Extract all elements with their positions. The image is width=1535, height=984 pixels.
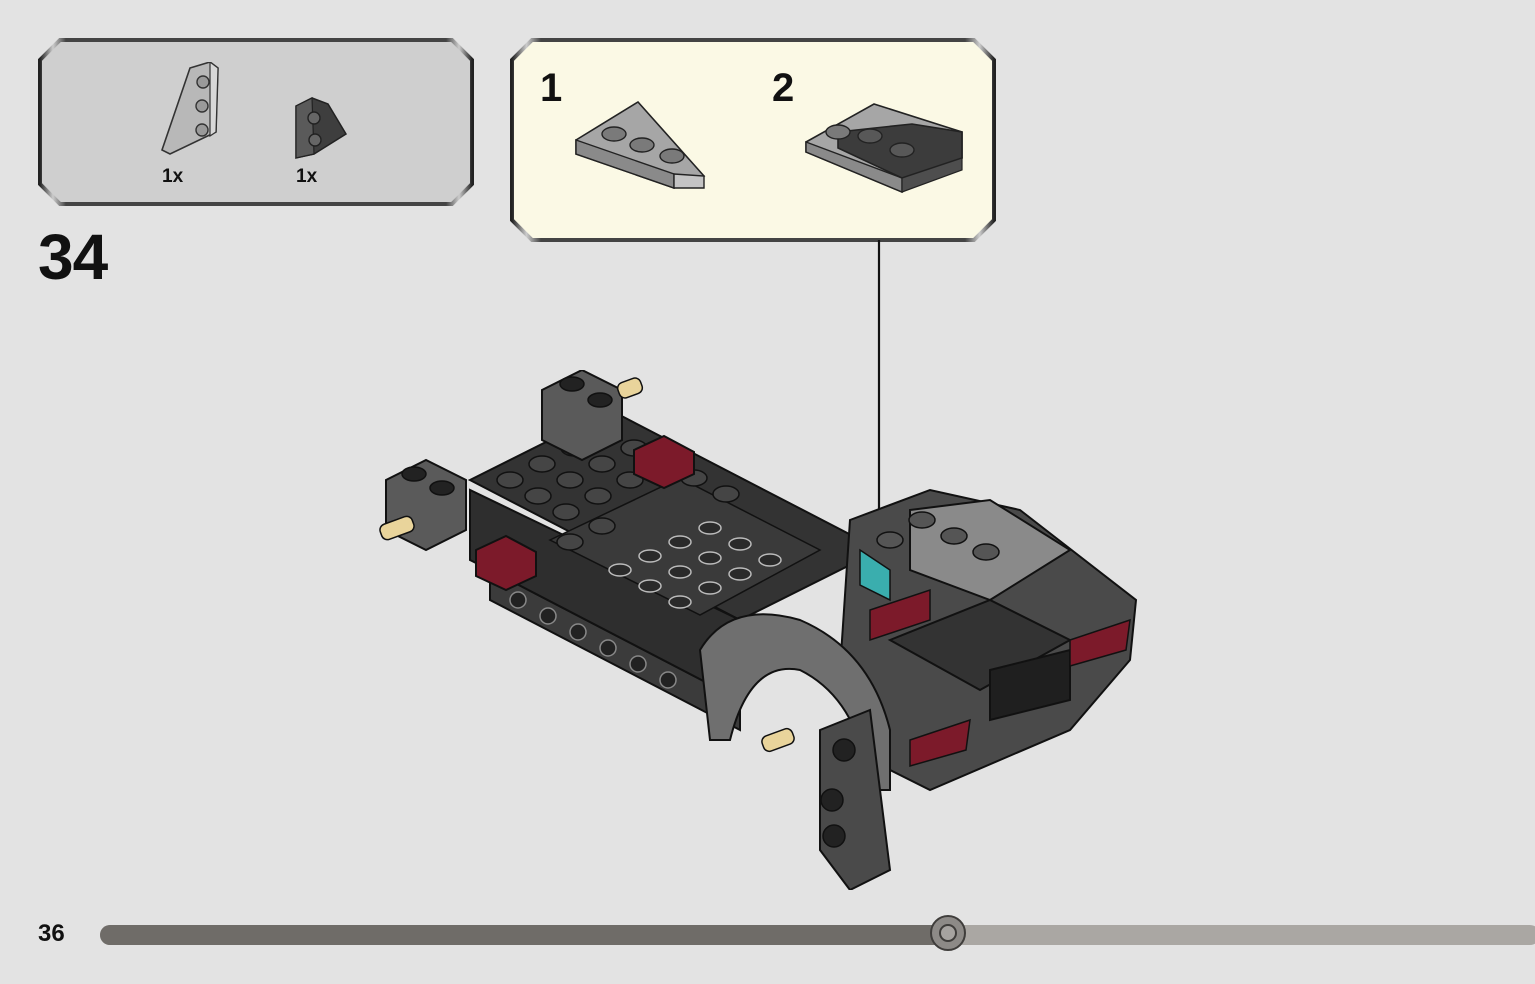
- car-chassis-model: [379, 370, 1138, 890]
- sub-assembly-panel: 1 2: [510, 38, 996, 242]
- wedge-plate-icon: [161, 62, 219, 155]
- part-quantity-1: 1x: [162, 166, 184, 187]
- parts-panel-frame: [38, 38, 474, 206]
- step-number: 34: [38, 221, 108, 293]
- part-quantity-2: 1x: [296, 166, 318, 187]
- sub-step-1-wedge-plate-icon: [575, 100, 706, 189]
- sub-step-number-1: 1: [540, 66, 563, 110]
- page-number: 36: [38, 920, 65, 947]
- dark-wedge-plate-icon: [295, 97, 348, 159]
- progress-fill: [100, 925, 949, 945]
- sub-assembly-frame: [510, 38, 996, 242]
- parts-list-panel: 1x 1x: [38, 38, 474, 206]
- sub-step-number-2: 2: [772, 66, 795, 110]
- progress-knob[interactable]: [930, 915, 967, 951]
- sub-step-2-combined-plates-icon: [805, 103, 963, 194]
